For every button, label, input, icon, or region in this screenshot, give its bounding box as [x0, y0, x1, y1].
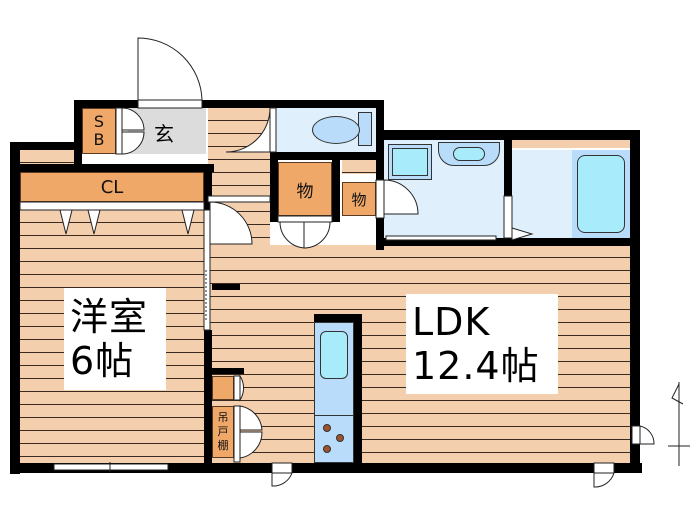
toilet-door-swing-icon — [225, 107, 271, 153]
storage-wall-left — [270, 152, 278, 222]
washing-machine-inner — [392, 148, 428, 176]
burner-3 — [323, 445, 331, 453]
entry-wall-top-right — [202, 100, 384, 108]
toilet-bowl — [312, 116, 360, 144]
sb-wall-left — [74, 100, 82, 164]
shoe-box-label-b: B — [93, 130, 105, 149]
vanity-sink — [438, 142, 500, 166]
stove-divider — [314, 415, 354, 416]
burner-2 — [336, 434, 344, 442]
kitchen-sink — [320, 331, 348, 379]
outer-wall-left — [10, 142, 20, 474]
closet-wall-top — [10, 164, 214, 172]
storage-1: 物 — [278, 162, 332, 216]
toilet-wall-bottom — [270, 152, 380, 160]
outer-wall-right — [630, 130, 640, 473]
storage-2-label: 物 — [351, 190, 367, 209]
ldk-size: 12.4帖 — [412, 344, 540, 388]
ldk-floor — [210, 245, 632, 463]
burner-1 — [323, 424, 331, 432]
washroom-door-swing-icon — [383, 179, 419, 215]
western-room-size: 6帖 — [70, 339, 135, 383]
entry-wall-top-left — [74, 100, 138, 108]
kitchen-wall-top — [314, 314, 362, 322]
outer-wall-bottom — [10, 463, 642, 473]
shoe-box: S B — [82, 108, 116, 154]
entrance-label: 玄 — [154, 122, 174, 146]
shoe-box-label-s: S — [93, 112, 105, 131]
western-room-name: 洋室 — [70, 295, 149, 339]
closet-wall-right — [204, 164, 212, 210]
hall-storage-strip — [342, 160, 376, 174]
bath-wall-top — [376, 130, 640, 140]
ldk-stub-wall — [212, 284, 240, 290]
closet: CL — [20, 172, 204, 202]
storage-wall-mid — [332, 160, 340, 222]
entry-door-swing-icon — [137, 37, 203, 101]
bedroom-door-swing-icon — [209, 201, 253, 245]
hanging-cabinet-label-3: 棚 — [217, 439, 229, 452]
hanging-cabinet-label-1: 吊 — [217, 411, 229, 424]
upper-left-wall-top — [10, 142, 80, 150]
cabinet-wall-top — [210, 368, 244, 374]
sink-basin — [453, 147, 485, 161]
toilet-wall-right — [376, 100, 384, 250]
bath-wall-divider — [504, 140, 512, 240]
hanging-cabinet-label-2: 戸 — [217, 425, 229, 438]
bathtub-basin — [577, 155, 625, 233]
storage-1-label: 物 — [296, 181, 314, 202]
ldk-label: LDK 12.4帖 — [406, 294, 558, 394]
bedroom-wall-right-lower — [204, 330, 212, 465]
western-room-label: 洋室 6帖 — [64, 288, 166, 390]
ldk-name: LDK — [412, 300, 491, 344]
bath-top-strip — [512, 140, 630, 148]
washroom-wall-bottom — [376, 238, 640, 246]
washing-machine-pan — [388, 144, 432, 180]
north-arrow-icon — [668, 382, 690, 466]
bathtub — [572, 150, 630, 238]
entry-door-frame — [137, 99, 203, 109]
kitchen-wall-right — [354, 314, 362, 464]
upper-left-strip — [20, 150, 76, 164]
entrance-tile — [128, 108, 206, 154]
closet-label: CL — [100, 176, 124, 198]
